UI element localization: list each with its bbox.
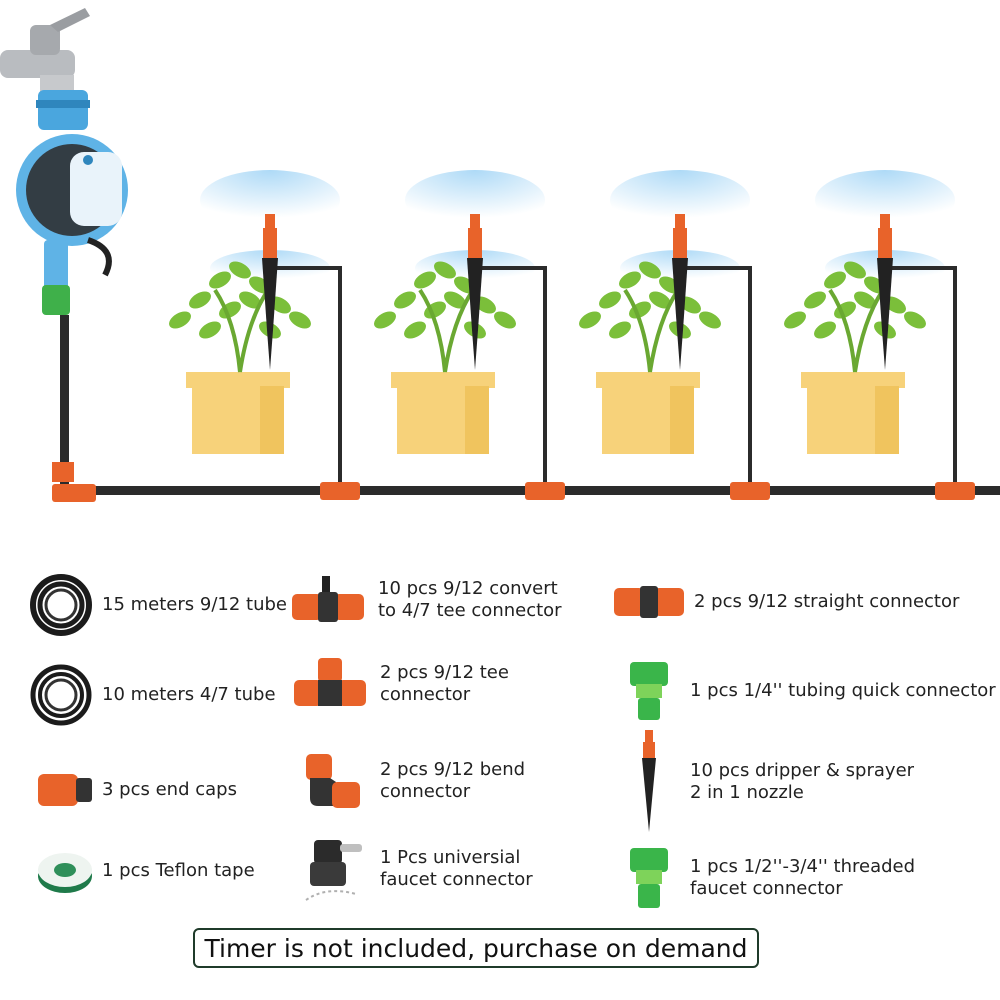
tube-coil-icon: [30, 664, 92, 726]
irrigation-scene: [0, 8, 1000, 502]
item-convert-tee: 10 pcs 9/12 convert to 4/7 tee connector: [290, 574, 578, 626]
tee-connector-icon: [294, 658, 366, 706]
tee-connector-icon: [935, 482, 975, 500]
timer-notice: Timer is not included, purchase on deman…: [193, 928, 759, 968]
item-end-caps: 3 pcs end caps: [36, 768, 237, 812]
timer-icon: [16, 90, 128, 315]
item-label: 10 pcs dripper & sprayer 2 in 1 nozzle: [690, 760, 915, 803]
item-tee-connector: 2 pcs 9/12 tee connector: [292, 656, 520, 712]
mist-spray-icon: [815, 170, 955, 230]
item-label: 1 pcs 1/4'' tubing quick connector: [690, 680, 996, 701]
branch-tube: [272, 266, 342, 486]
end-cap-icon: [38, 774, 92, 806]
bend-connector-icon: [306, 754, 360, 808]
plant-unit: [374, 170, 565, 500]
threaded-connector-icon: [630, 848, 668, 908]
plant-pot-icon: [784, 261, 926, 454]
tube-coil-icon: [30, 574, 92, 636]
item-quick-connector: 1 pcs 1/4'' tubing quick connector: [624, 660, 996, 722]
item-threaded-connector: 1 pcs 1/2''-3/4'' threaded faucet connec…: [624, 846, 930, 910]
item-label: 2 pcs 9/12 tee connector: [380, 662, 509, 705]
item-label: 10 pcs 9/12 convert to 4/7 tee connector: [378, 578, 562, 621]
tee-connector-icon: [320, 482, 360, 500]
tee-connector-icon: [730, 482, 770, 500]
item-label: 1 pcs 1/2''-3/4'' threaded faucet connec…: [690, 856, 916, 899]
item-straight-connector: 2 pcs 9/12 straight connector: [612, 582, 959, 622]
mist-spray-icon: [610, 170, 750, 230]
item-teflon-tape: 1 pcs Teflon tape: [36, 846, 255, 896]
branch-tube: [477, 266, 547, 486]
plant-pot-icon: [374, 261, 516, 454]
plant-unit: [784, 170, 975, 500]
tee-connector-icon: [525, 482, 565, 500]
plant-unit: [169, 170, 360, 500]
plant-pot-icon: [579, 261, 721, 454]
item-label: 10 meters 4/7 tube: [102, 684, 276, 705]
quick-connector-icon: [630, 662, 668, 720]
item-label: 15 meters 9/12 tube: [102, 594, 287, 615]
convert-tee-icon: [292, 576, 364, 622]
teflon-tape-icon: [38, 853, 92, 893]
straight-connector-icon: [614, 586, 684, 618]
faucet-connector-icon: [305, 840, 362, 901]
faucet-icon: [0, 8, 90, 95]
mist-spray-icon: [405, 170, 545, 230]
item-label: 2 pcs 9/12 bend connector: [380, 759, 526, 802]
item-tube-10m: 10 meters 4/7 tube: [28, 662, 276, 728]
item-faucet-connector: 1 Pcs universial faucet connector: [296, 834, 550, 904]
item-tube-15m: 15 meters 9/12 tube: [28, 572, 287, 638]
item-dripper-nozzle: 10 pcs dripper & sprayer 2 in 1 nozzle: [634, 730, 930, 834]
mist-spray-icon: [200, 170, 340, 230]
item-label: 2 pcs 9/12 straight connector: [694, 591, 960, 612]
item-label: 1 Pcs universial faucet connector: [380, 847, 533, 890]
dripper-icon: [262, 214, 278, 370]
branch-tube: [682, 266, 752, 486]
plant-unit: [579, 170, 770, 500]
dripper-icon: [672, 214, 688, 370]
item-label: 3 pcs end caps: [102, 779, 237, 800]
dripper-icon: [877, 214, 893, 370]
item-label: 1 pcs Teflon tape: [102, 860, 255, 881]
dripper-icon: [467, 214, 483, 370]
item-bend-connector: 2 pcs 9/12 bend connector: [300, 752, 530, 810]
dripper-nozzle-icon: [642, 730, 656, 832]
plant-pot-icon: [169, 261, 311, 454]
branch-tube: [887, 266, 957, 486]
